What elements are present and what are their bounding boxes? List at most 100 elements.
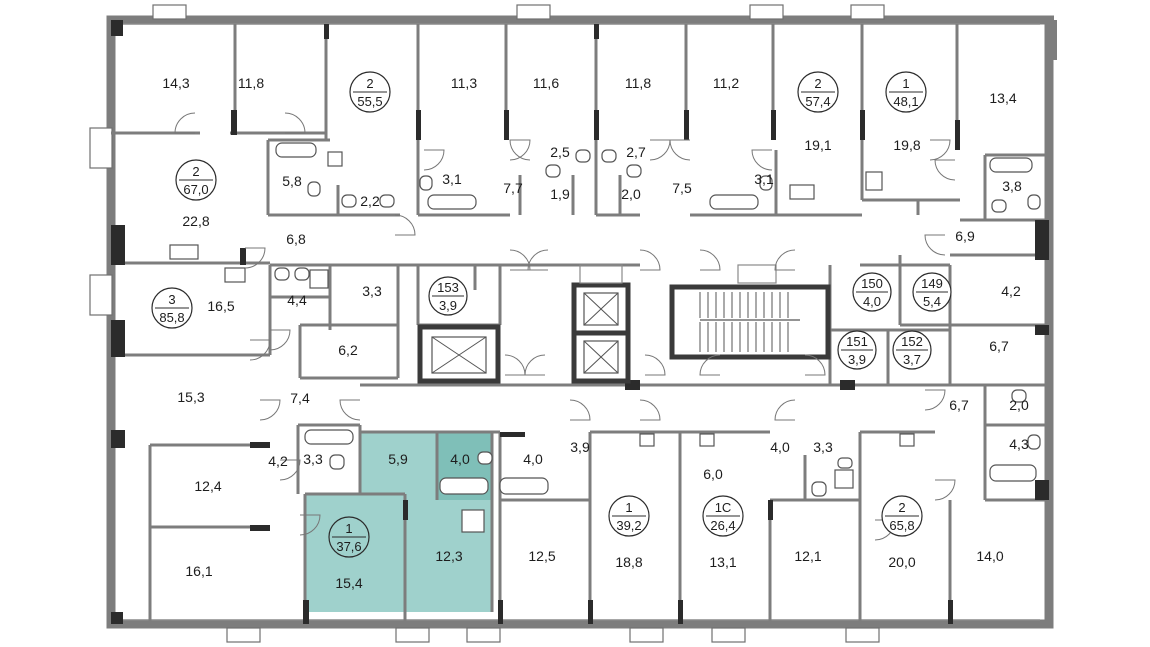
bottom-windows [120,619,1040,643]
storage-area: 3,9 [439,298,457,313]
top-windows [120,4,1040,25]
room-area-label: 15,4 [335,575,362,591]
room-area-label: 3,3 [813,439,833,455]
storage-area: 3,9 [848,352,866,367]
apartment-marker-apt-2-55[interactable]: 255,5 [349,71,391,113]
apartment-rooms: 3 [168,292,175,307]
room-area-label: 12,3 [435,548,462,564]
room-area-label: 11,3 [451,75,477,91]
room-area-label: 4,0 [770,439,790,455]
apartment-area: 48,1 [893,94,918,109]
apartment-rooms: 2 [192,164,199,179]
room-area-label: 5,9 [388,451,408,467]
room-area-label: 15,3 [177,389,204,405]
apartment-area: 65,8 [889,518,914,533]
room-area-label: 3,1 [442,171,462,187]
room-area-label: 13,1 [709,554,736,570]
apartment-marker-apt-3-85[interactable]: 385,8 [151,287,193,329]
left-windows [89,127,113,316]
apartment-rooms: 2 [814,76,821,91]
room-area-label: 12,1 [794,548,821,564]
room-area-label: 16,5 [207,298,234,314]
elevator-1 [417,324,501,384]
doors [174,112,956,541]
room-area-label: 3,9 [570,439,590,455]
room-area-label: 2,0 [621,186,641,202]
room-area-label: 16,1 [185,563,212,579]
room-area-label: 7,7 [503,180,523,196]
room-area-label: 7,4 [290,390,310,406]
room-area-label: 2,2 [360,193,380,209]
room-area-label: 11,2 [713,75,739,91]
room-area-label: 22,8 [182,213,209,229]
apartment-marker-apt-1-37[interactable]: 137,6 [328,516,370,558]
room-area-label: 11,6 [533,75,559,91]
room-area-label: 6,2 [338,342,358,358]
storage-area: 3,7 [903,352,921,367]
storage-area: 5,4 [923,294,941,309]
room-area-label: 18,8 [615,554,642,570]
core [417,264,831,384]
apartment-area: 37,6 [336,539,361,554]
room-area-label: 4,2 [1001,283,1021,299]
apartment-area: 57,4 [805,94,830,109]
apartment-area: 26,4 [710,518,735,533]
wall-accents [111,20,1049,624]
apartment-marker-apt-2-65[interactable]: 265,8 [881,495,923,537]
apartment-marker-apt-2-57[interactable]: 257,4 [797,71,839,113]
room-area-label: 4,4 [287,292,307,308]
apartment-marker-apt-2-67[interactable]: 267,0 [175,159,217,201]
room-area-label: 20,0 [888,554,915,570]
storage-number: 153 [437,280,459,295]
room-area-label: 4,0 [450,451,470,467]
room-area-label: 6,7 [989,338,1009,354]
corner-notch [1045,20,1057,60]
room-area-label: 11,8 [625,75,651,91]
storage-number: 149 [921,276,943,291]
room-area-label: 5,8 [282,173,302,189]
apartment-rooms: 1 [345,521,352,536]
room-area-label: 3,8 [1002,178,1022,194]
room-labels: 14,311,817,411,311,611,811,219,119,813,4… [162,75,1029,591]
apartment-marker-apt-1-39[interactable]: 139,2 [608,495,650,537]
apartment-area: 55,5 [357,94,382,109]
room-area-label: 2,0 [1009,397,1029,413]
elevator-3 [571,330,631,384]
apartment-rooms: 1 [625,500,632,515]
storage-number: 152 [901,334,923,349]
room-area-label: 19,8 [893,137,920,153]
storage-number: 151 [846,334,868,349]
apartment-area: 39,2 [616,518,641,533]
apartment-rooms: 1С [715,500,732,515]
apartment-marker-apt-1-48[interactable]: 148,1 [885,71,927,113]
apartment-rooms: 2 [366,76,373,91]
room-area-label: 4,2 [268,453,288,469]
storage-area: 4,0 [863,294,881,309]
room-area-label: 2,5 [550,144,570,160]
room-area-label: 12,5 [528,548,555,564]
room-area-label: 19,1 [804,137,831,153]
apartment-area: 85,8 [159,310,184,325]
room-area-label: 7,5 [672,180,692,196]
room-area-label: 14,3 [162,75,189,91]
room-area-label: 6,9 [955,228,975,244]
apartment-marker-apt-1c-26[interactable]: 1С 26,4 [702,495,744,537]
room-area-label: 14,0 [976,548,1003,564]
room-area-label: 6,0 [703,466,723,482]
room-area-label: 2,7 [626,144,646,160]
room-area-label: 11,8 [238,75,264,91]
staircase [669,284,831,360]
room-area-label: 4,0 [523,451,543,467]
room-area-label: 4,3 [1009,436,1029,452]
apartment-rooms: 1 [902,76,909,91]
room-area-label: 6,8 [286,231,306,247]
room-area-label: 3,3 [303,451,323,467]
room-area-label: 12,4 [194,478,221,494]
fixtures [169,142,1041,533]
